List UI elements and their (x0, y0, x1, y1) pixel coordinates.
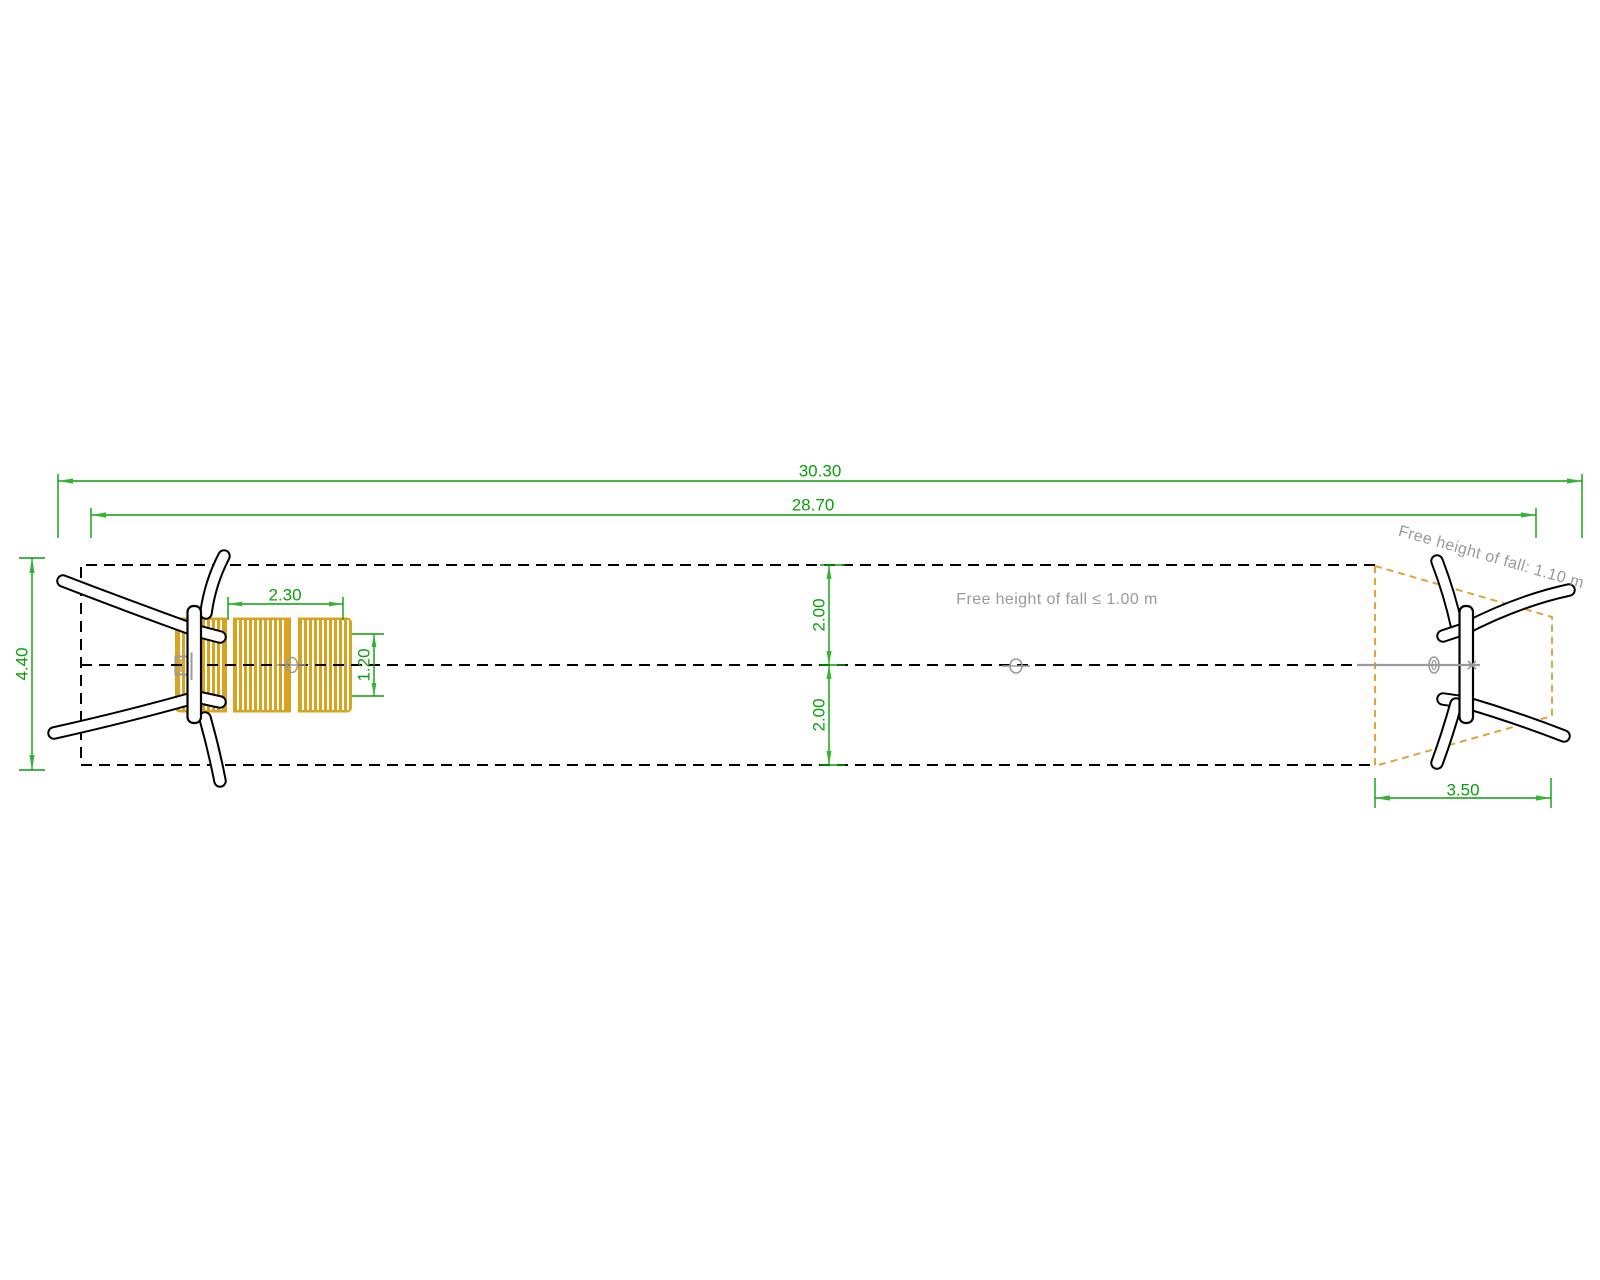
safety-zone-outline (80, 564, 1375, 766)
dim-inner-length (90, 508, 1537, 538)
dim-inner-length-label: 28.70 (791, 495, 835, 515)
dim-zone-half-top-label: 2.00 (809, 598, 829, 632)
dim-total-length-label: 30.30 (798, 461, 842, 481)
dim-zone-halves (820, 564, 845, 766)
left-crossbar (186, 604, 203, 725)
dim-track-width-label: 1.20 (354, 648, 374, 682)
dim-platform-length (227, 597, 344, 620)
dim-end-zone-length (1374, 778, 1552, 808)
dim-total-width-label: 4.40 (12, 647, 32, 681)
cable-details (190, 652, 1480, 680)
dim-total-length (57, 474, 1583, 538)
end-fall-zone-outline (1374, 564, 1553, 768)
dimension-linework (19, 474, 1583, 808)
pole-top (1432, 556, 1462, 633)
dim-zone-half-bottom-label: 2.00 (809, 698, 829, 732)
pole-bottom (200, 713, 225, 786)
dim-track-width (352, 633, 384, 697)
pole-bottom (1432, 699, 1461, 768)
dim-total-width (19, 557, 45, 771)
dim-end-zone-length-label: 3.50 (1446, 780, 1480, 800)
dim-platform-length-label: 2.30 (268, 585, 302, 605)
right-station-poles (1430, 554, 1576, 770)
pole-top (201, 551, 229, 618)
free-height-main-note: Free height of fall ≤ 1.00 m (956, 591, 1158, 608)
cable-anchor-right (1428, 656, 1440, 674)
